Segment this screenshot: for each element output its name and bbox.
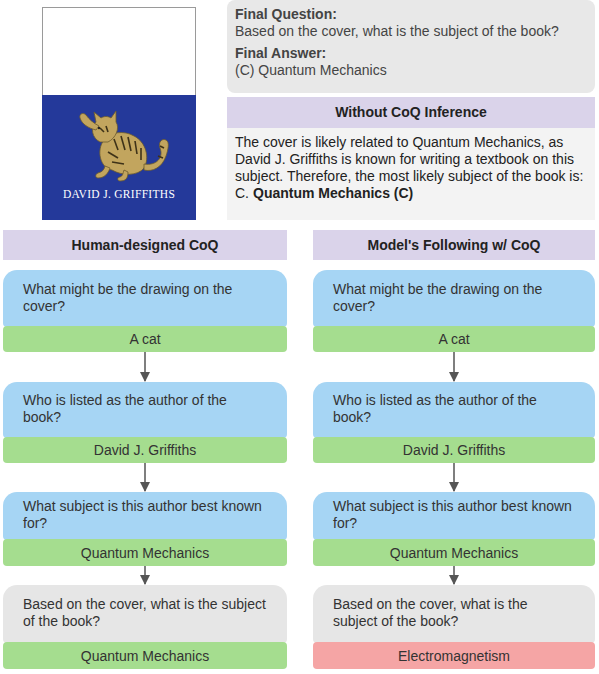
node-text: What subject is this author best known f… xyxy=(333,498,575,532)
answer-bar: A cat xyxy=(3,326,287,352)
flow-arrow xyxy=(144,463,146,491)
question-box: Based on the cover, what is the subject … xyxy=(3,585,287,643)
node-text: Who is listed as the author of the book? xyxy=(23,392,267,426)
question-box: Based on the cover, what is the subject … xyxy=(313,585,595,643)
node-text: (C) Quantum Mechanics xyxy=(235,62,587,79)
column-header: Human-designed CoQ xyxy=(3,230,287,260)
node-text: David J. Griffiths xyxy=(403,442,505,458)
baseline-answer-box: Without CoQ InferenceThe cover is likely… xyxy=(227,97,595,220)
node-text: A cat xyxy=(438,331,469,347)
answer-bar: A cat xyxy=(313,326,595,352)
node-text: Quantum Mechanics (C) xyxy=(253,185,413,201)
question-box: What subject is this author best known f… xyxy=(3,492,287,540)
node-text: Final Question: xyxy=(235,6,587,23)
node-text: Quantum Mechanics xyxy=(81,648,209,664)
node-text: Based on the cover, what is the subject … xyxy=(333,596,575,630)
question-box: What might be the drawing on the cover? xyxy=(313,270,595,327)
question-box: What might be the drawing on the cover? xyxy=(3,270,287,327)
node-text: The cover is likely related to Quantum M… xyxy=(235,134,587,185)
node-text: Model's Following w/ CoQ xyxy=(368,237,541,253)
question-box: What subject is this author best known f… xyxy=(313,492,595,540)
node-text: Quantum Mechanics xyxy=(81,545,209,561)
question-box: Who is listed as the author of the book? xyxy=(313,382,595,438)
answer-bar: Quantum Mechanics xyxy=(3,539,287,566)
question-box: Who is listed as the author of the book? xyxy=(3,382,287,438)
cover-author: DAVID J. GRIFFITHS xyxy=(42,188,196,200)
node-text: Quantum Mechanics xyxy=(390,545,518,561)
node-text: A cat xyxy=(129,331,160,347)
cat-stripes xyxy=(100,126,164,164)
node-text: Electromagnetism xyxy=(398,648,510,664)
node-text: What subject is this author best known f… xyxy=(23,498,267,532)
node-text: What might be the drawing on the cover? xyxy=(23,281,267,315)
flow-arrow xyxy=(144,566,146,584)
node-text: Human-designed CoQ xyxy=(71,237,218,253)
final-qa-box: Final Question:Based on the cover, what … xyxy=(227,0,595,93)
flow-arrow xyxy=(453,463,455,491)
node-text: Who is listed as the author of the book? xyxy=(333,392,575,426)
flow-arrow xyxy=(453,566,455,584)
answer-bar: David J. Griffiths xyxy=(313,437,595,463)
node-text: What might be the drawing on the cover? xyxy=(333,281,575,315)
node-text: Based on the cover, what is the subject … xyxy=(235,23,587,40)
flow-arrow xyxy=(453,352,455,381)
answer-bar: Electromagnetism xyxy=(313,642,595,669)
node-text: Final Answer: xyxy=(235,45,587,62)
answer-bar: David J. Griffiths xyxy=(3,437,287,463)
node-text: Without CoQ Inference xyxy=(227,97,595,128)
node-text: David J. Griffiths xyxy=(94,442,196,458)
node-text: Based on the cover, what is the subject … xyxy=(23,596,267,630)
flow-arrow xyxy=(144,352,146,381)
answer-bar: Quantum Mechanics xyxy=(3,642,287,669)
answer-bar: Quantum Mechanics xyxy=(313,539,595,566)
node-text: C. xyxy=(235,185,249,201)
cat-drawing xyxy=(80,111,168,181)
column-header: Model's Following w/ CoQ xyxy=(313,230,595,260)
